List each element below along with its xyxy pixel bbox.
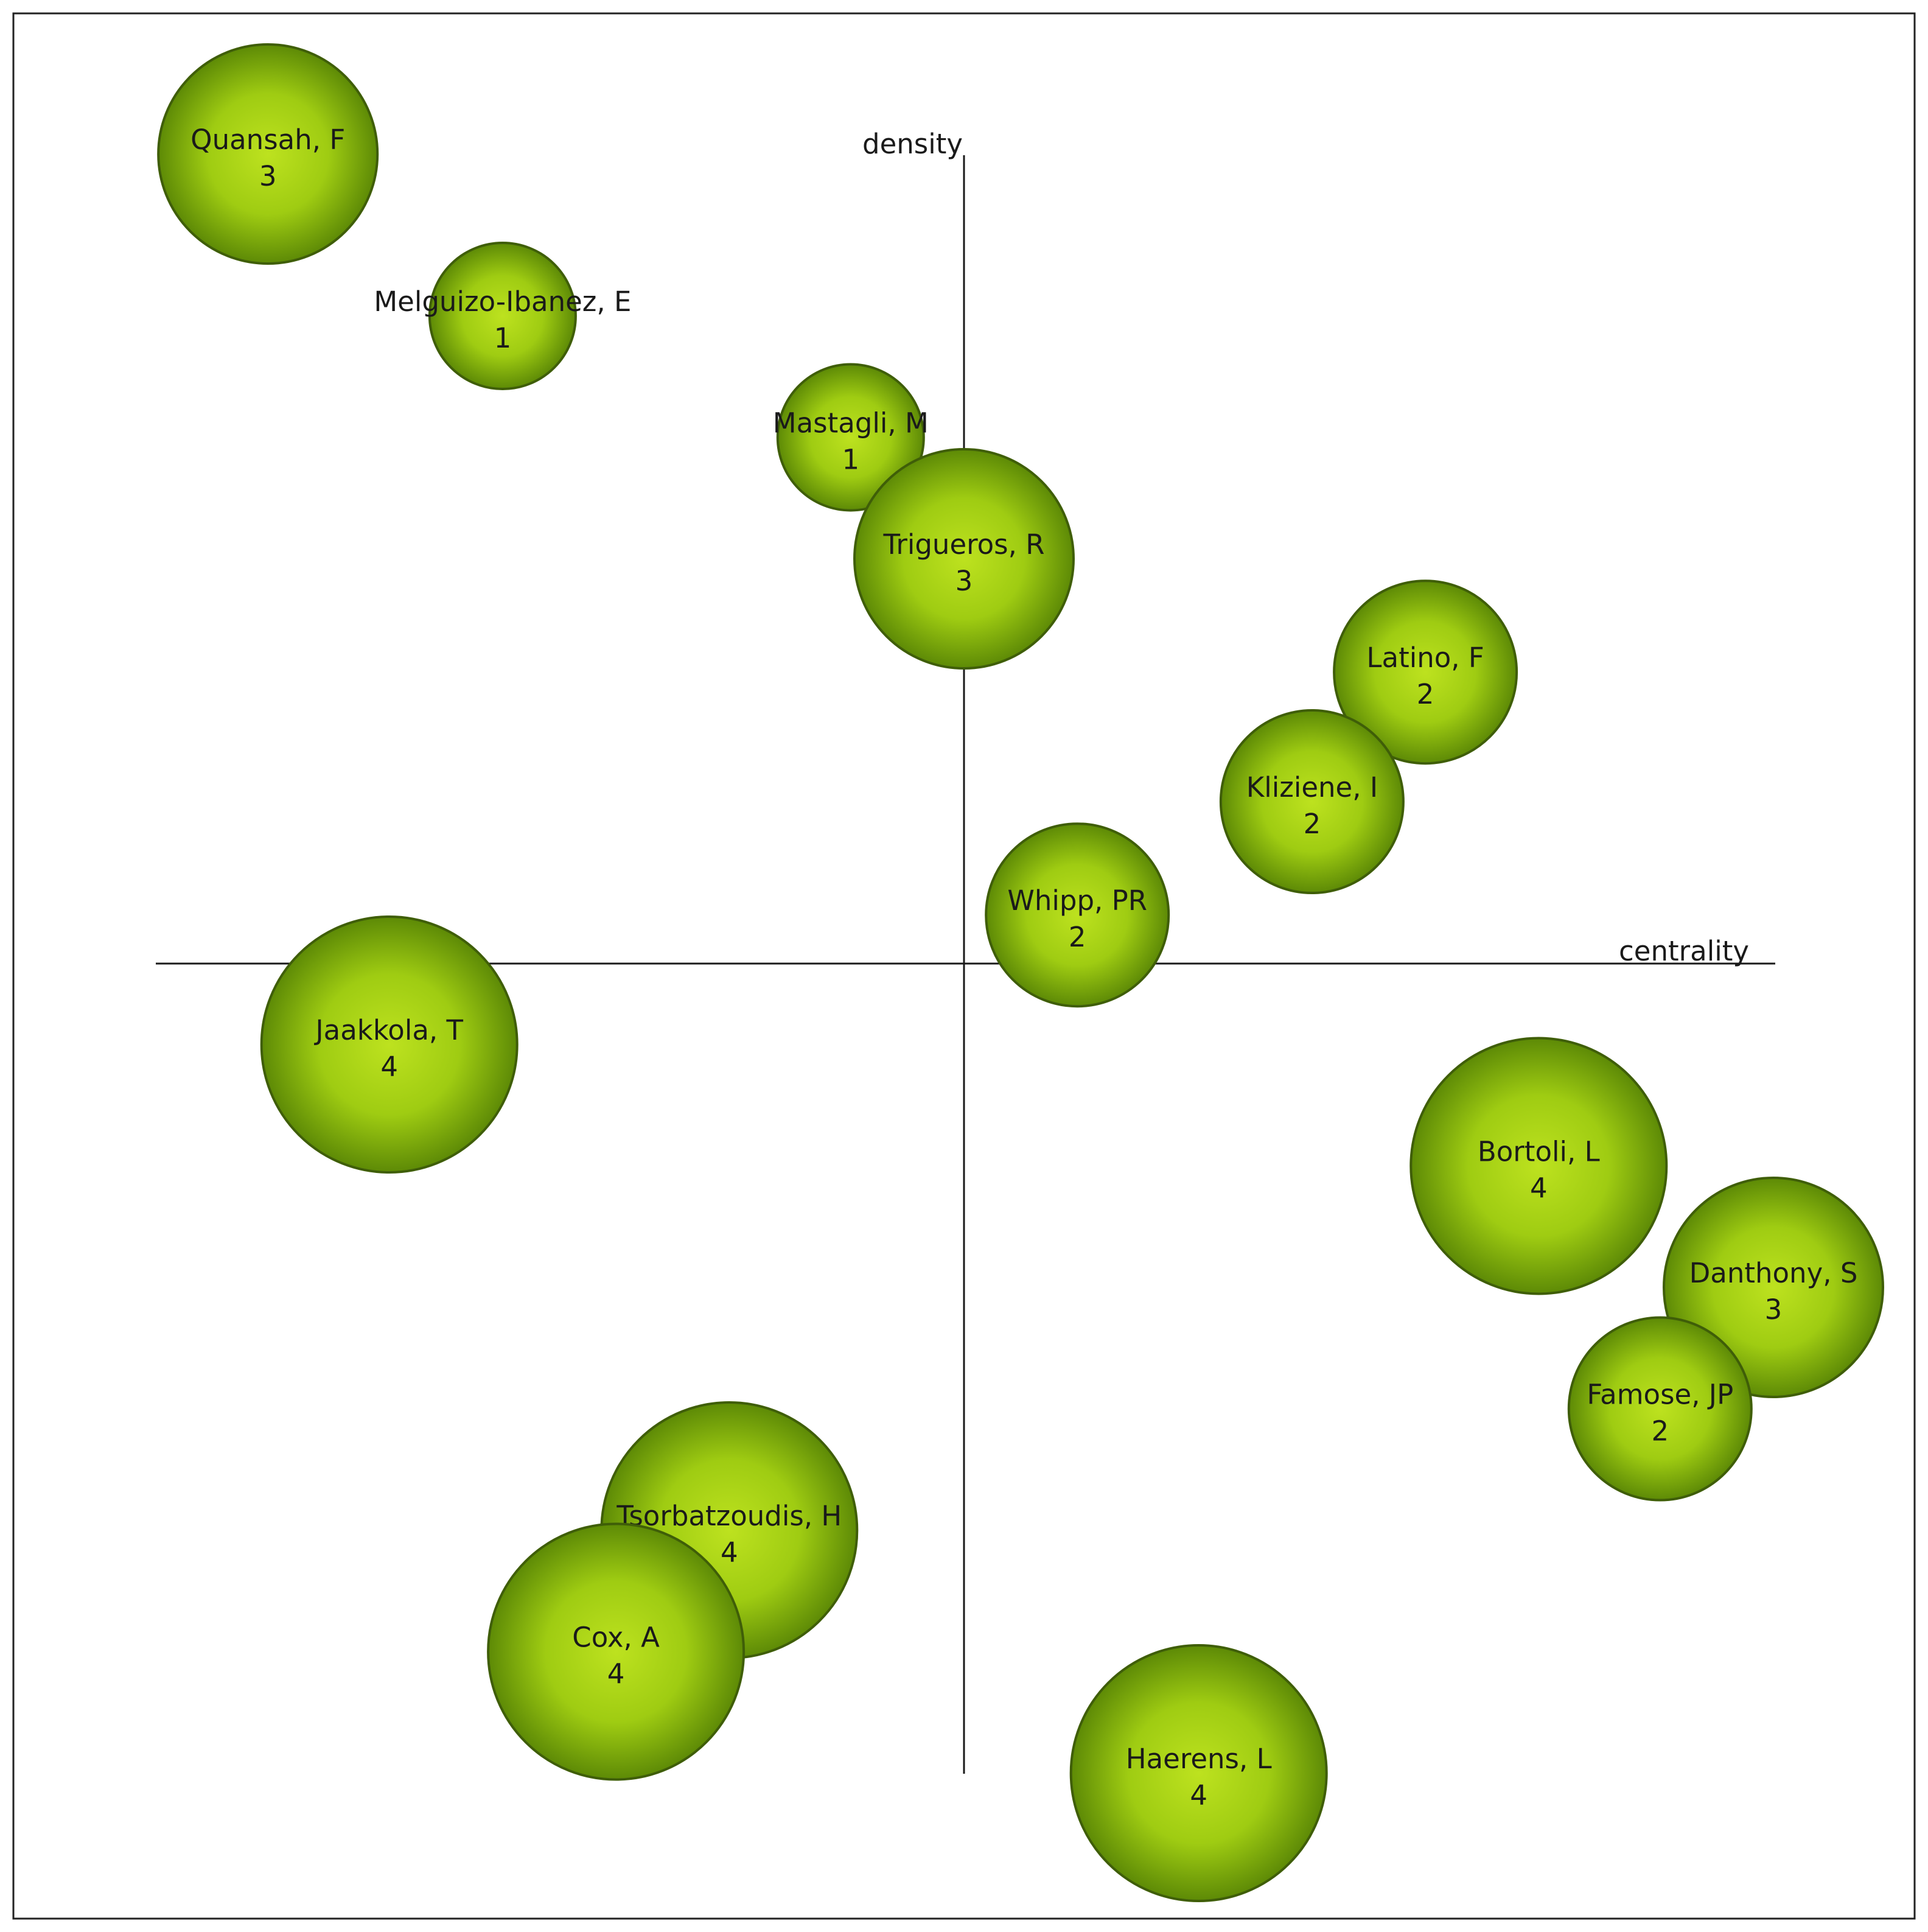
bubble-circle — [1409, 1037, 1668, 1295]
bubble: Melguizo-Ibanez, E 1 — [374, 242, 631, 390]
bubble-label: Tsorbatzoudis, H — [616, 1500, 842, 1532]
bubble-label: Trigueros, R — [882, 528, 1044, 561]
bubble-label: Whipp, PR — [1007, 884, 1147, 917]
bubble: Bortoli, L 4 — [1409, 1037, 1668, 1295]
y-axis-label: density — [862, 128, 963, 160]
bubble-label: Mastagli, M — [773, 407, 929, 439]
bubble-count: 1 — [494, 322, 512, 354]
bubble-count: 4 — [607, 1658, 625, 1690]
bubble: Trigueros, R 3 — [853, 448, 1075, 670]
bubble-circle — [1333, 579, 1518, 765]
bubble-count: 1 — [842, 444, 859, 476]
bubble-count: 3 — [259, 160, 277, 192]
bubble-circle — [776, 363, 925, 512]
bubble-circle — [985, 822, 1170, 1008]
bubble-label: Famose, JP — [1587, 1379, 1733, 1411]
bubble-circle — [1567, 1316, 1753, 1502]
bubble-label: Latino, F — [1366, 642, 1484, 674]
bubble-count: 3 — [1765, 1293, 1783, 1326]
bubble: Quansah, F 3 — [157, 43, 379, 265]
x-axis-label: centrality — [1619, 935, 1749, 967]
bubble: Kliziene, I 2 — [1219, 709, 1405, 894]
bubble-label: Jaakkola, T — [313, 1014, 463, 1046]
bubble: Jaakkola, T 4 — [260, 915, 519, 1174]
bubble-label: Quansah, F — [190, 124, 345, 156]
bubble-count: 4 — [1530, 1172, 1548, 1205]
bubble-circle — [487, 1522, 746, 1781]
bubble-label: Melguizo-Ibanez, E — [374, 285, 631, 318]
bubble-circle — [1219, 709, 1405, 894]
bubble-circle — [1069, 1644, 1328, 1902]
bubble-circle — [157, 43, 379, 265]
bubble-circle — [428, 242, 577, 390]
bubble: Haerens, L 4 — [1069, 1644, 1328, 1902]
bubble: Mastagli, M 1 — [773, 363, 929, 512]
bubble: Whipp, PR 2 — [985, 822, 1170, 1008]
bubble-count: 2 — [1304, 808, 1321, 840]
bubble: Latino, F 2 — [1333, 579, 1518, 765]
bubble-label: Bortoli, L — [1478, 1136, 1600, 1168]
bubble-count: 2 — [1069, 921, 1086, 953]
bubble-count: 2 — [1651, 1415, 1669, 1447]
bubble-label: Cox, A — [572, 1622, 660, 1654]
bubble: Famose, JP 2 — [1567, 1316, 1753, 1502]
bubble-count: 4 — [721, 1536, 738, 1569]
bubble-count: 3 — [955, 565, 973, 597]
bubble-count: 4 — [1190, 1779, 1207, 1811]
bubble-circle — [853, 448, 1075, 670]
bubble-count: 4 — [380, 1051, 398, 1083]
bubble-label: Kliziene, I — [1246, 771, 1378, 803]
bubble: Cox, A 4 — [487, 1522, 746, 1781]
bubble-label: Danthony, S — [1689, 1257, 1858, 1289]
bubble-circle — [260, 915, 519, 1174]
bubble-label: Haerens, L — [1126, 1743, 1272, 1775]
bubble-count: 2 — [1417, 678, 1434, 710]
